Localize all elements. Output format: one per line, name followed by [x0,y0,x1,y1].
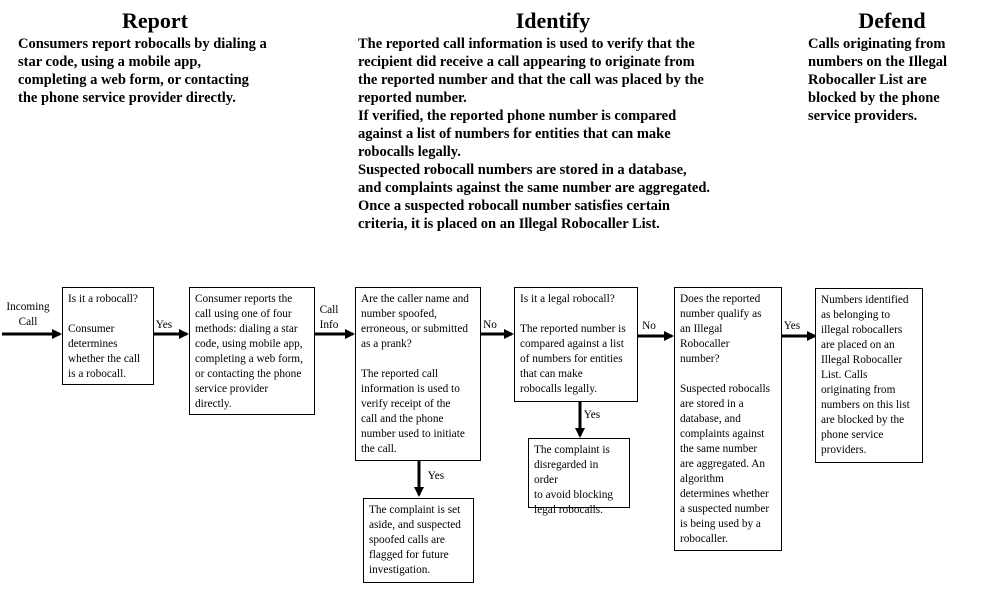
arrow2-label: Call Info [319,304,339,331]
box-is-robocall-question: Is it a robocall? [68,293,138,305]
box-illegal-qualify: Does the reported number qualify as an I… [674,287,782,551]
report-description: Consumers report robocalls by dialing a … [18,36,267,106]
box-spoofed-outcome-text: The complaint is set aside, and suspecte… [369,504,461,576]
box-spoofed-check-body: The reported call information is used to… [361,368,465,455]
report-heading: Report [122,8,188,33]
incoming-call-label: Incoming Call [6,301,50,328]
box-legal-check-question: Is it a legal robocall? [520,293,615,305]
box-consumer-reports: Consumer reports the call using one of f… [189,287,315,415]
box-is-robocall-body: Consumer determines whether the call is … [68,323,141,380]
box-is-robocall: Is it a robocall? Consumer determines wh… [62,287,154,385]
box-illegal-qualify-question: Does the reported number qualify as an I… [680,293,762,365]
box-legal-check-body: The reported number is compared against … [520,323,626,395]
box-spoofed-check: Are the caller name and number spoofed, … [355,287,481,461]
identify-description: The reported call information is used to… [358,36,711,232]
box4-down-label: Yes [583,409,601,421]
identify-heading: Identify [515,8,591,33]
box-legal-outcome: The complaint is disregarded in order to… [528,438,630,516]
arrow1-label: Yes [155,319,173,331]
defend-description: Calls originating from numbers on the Il… [808,36,947,124]
arrow5-label: Yes [783,320,801,332]
box-legal-check: Is it a legal robocall? The reported num… [514,287,638,402]
box-illegal-list: Numbers identified as belonging to illeg… [815,288,923,463]
arrow4-label: No [642,320,656,332]
box-legal-outcome-text: The complaint is disregarded in order to… [534,444,614,516]
defend-heading: Defend [858,8,926,33]
box-spoofed-outcome: The complaint is set aside, and suspecte… [363,498,474,583]
box-illegal-qualify-body: Suspected robocalls are stored in a data… [680,383,771,545]
arrow3-label: No [483,319,497,331]
box-consumer-reports-body: Consumer reports the call using one of f… [195,293,303,410]
box-illegal-list-body: Numbers identified as belonging to illeg… [821,294,910,456]
box3-down-label: Yes [427,470,445,482]
box-spoofed-check-question: Are the caller name and number spoofed, … [361,293,469,350]
